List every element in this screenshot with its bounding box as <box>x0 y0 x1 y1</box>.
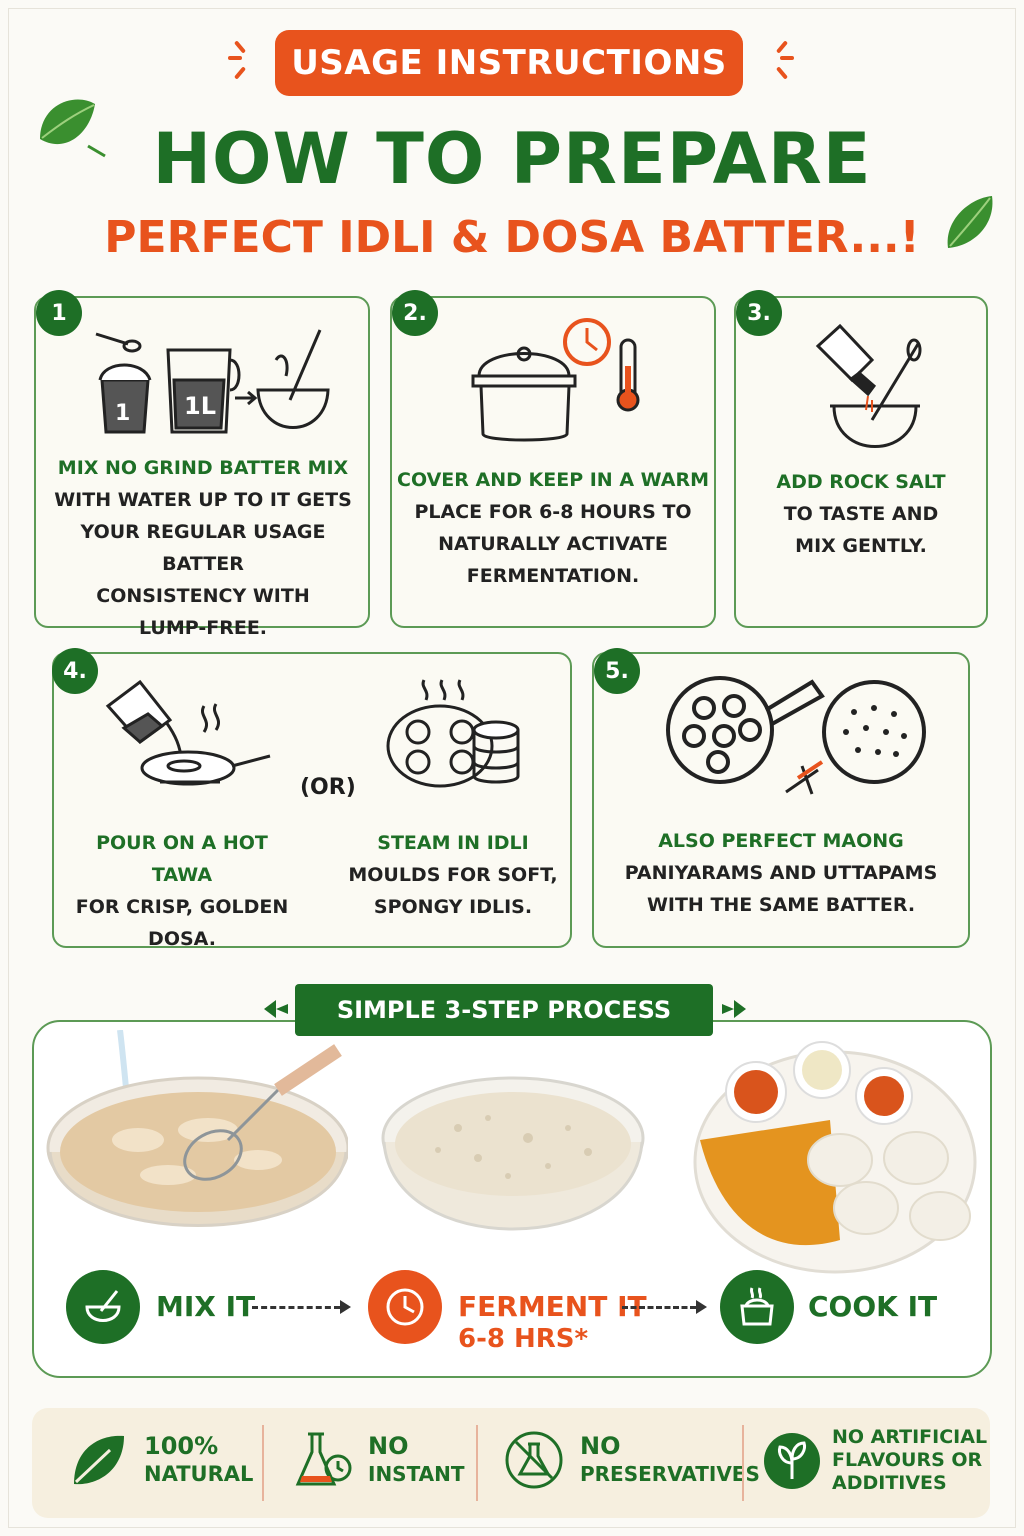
step-text-2: COVER AND KEEP IN A WARM PLACE FOR 6-8 H… <box>394 464 712 592</box>
feature-no-artificial: NO ARTIFICIAL FLAVOURS OR ADDITIVES <box>762 1426 987 1495</box>
spark-right-icon <box>760 40 800 80</box>
step-4-dosa-highlight: POUR ON A HOT TAWA <box>96 832 268 886</box>
step-number-3: 3. <box>736 290 782 336</box>
no-chemical-icon <box>505 1431 563 1489</box>
step-number-5: 5. <box>594 648 640 694</box>
salt-bowl-icon <box>815 323 922 448</box>
ferment-duration-label: 6-8 HRS* <box>458 1324 589 1354</box>
spark-left-icon <box>228 40 268 80</box>
plant-icon <box>764 1432 820 1489</box>
idli-mould-icon <box>386 679 520 788</box>
leaf-icon <box>74 1435 124 1485</box>
fermented-batter-image <box>381 1076 645 1231</box>
paniyaram-pan-icon <box>666 676 926 795</box>
feature-no-instant: NO INSTANT <box>294 1428 465 1492</box>
feature-natural: 100% NATURAL <box>66 1428 253 1492</box>
page-title: HOW TO PREPARE <box>152 118 872 200</box>
arrow-ferment-to-cook <box>622 1306 696 1309</box>
leaf-top-right-icon <box>947 196 993 248</box>
usage-instructions-badge: USAGE INSTRUCTIONS <box>275 30 743 96</box>
idli-dosa-plate-image <box>693 1041 977 1274</box>
mixing-bowl-image <box>46 1030 348 1227</box>
step-number-1: 1 <box>36 290 82 336</box>
feature-no-preservatives: NO PRESERVATIVES <box>502 1428 760 1492</box>
step-3-highlight: ADD ROCK SALT <box>776 471 946 493</box>
step-number-4: 4. <box>52 648 98 694</box>
step-text-4-idli: STEAM IN IDLI MOULDS FOR SOFT, SPONGY ID… <box>338 827 568 923</box>
features-footer <box>32 1408 990 1518</box>
process-ribbon: SIMPLE 3-STEP PROCESS <box>295 984 713 1036</box>
step-text-5: ALSO PERFECT MAONG PANIYARAMS AND UTTAPA… <box>598 825 964 921</box>
step-4-idli-highlight: STEAM IN IDLI <box>377 832 529 854</box>
pot-clock-thermometer-icon <box>471 318 640 442</box>
arrow-mix-to-ferment <box>252 1306 340 1309</box>
mix-it-label: MIX IT <box>156 1290 256 1323</box>
mix-it-icon <box>66 1270 140 1344</box>
step-1-highlight: MIX NO GRIND BATTER MIX <box>57 457 349 479</box>
step-5-highlight: ALSO PERFECT MAONG <box>658 830 904 852</box>
leaf-top-left-icon <box>40 99 106 158</box>
mix-water-icon: 1 1L <box>95 329 330 434</box>
step-text-4-dosa: POUR ON A HOT TAWA FOR CRISP, GOLDEN DOS… <box>64 827 300 955</box>
cook-it-label: COOK IT <box>808 1290 938 1323</box>
ferment-it-icon <box>368 1270 442 1344</box>
flask-icon <box>295 1432 352 1486</box>
step-text-1: MIX NO GRIND BATTER MIX WITH WATER UP TO… <box>40 452 366 644</box>
step-2-highlight: COVER AND KEEP IN A WARM <box>397 469 709 491</box>
step-card-2 <box>390 296 716 628</box>
ferment-it-label: FERMENT IT <box>458 1290 647 1323</box>
page-frame <box>8 8 1016 1528</box>
ribbon-ornament-right-icon <box>722 1000 746 1018</box>
step-number-2: 2. <box>392 290 438 336</box>
ribbon-ornament-left-icon <box>264 1000 288 1018</box>
litre-label: 1L <box>184 392 216 420</box>
or-separator: (OR) <box>300 775 356 800</box>
tawa-pour-icon <box>105 679 271 786</box>
cook-it-icon <box>720 1270 794 1344</box>
packet-number-label: 1 <box>115 401 130 426</box>
page-subtitle: PERFECT IDLI & DOSA BATTER...! <box>104 212 920 263</box>
step-text-3: ADD ROCK SALT TO TASTE AND MIX GENTLY. <box>738 466 984 562</box>
